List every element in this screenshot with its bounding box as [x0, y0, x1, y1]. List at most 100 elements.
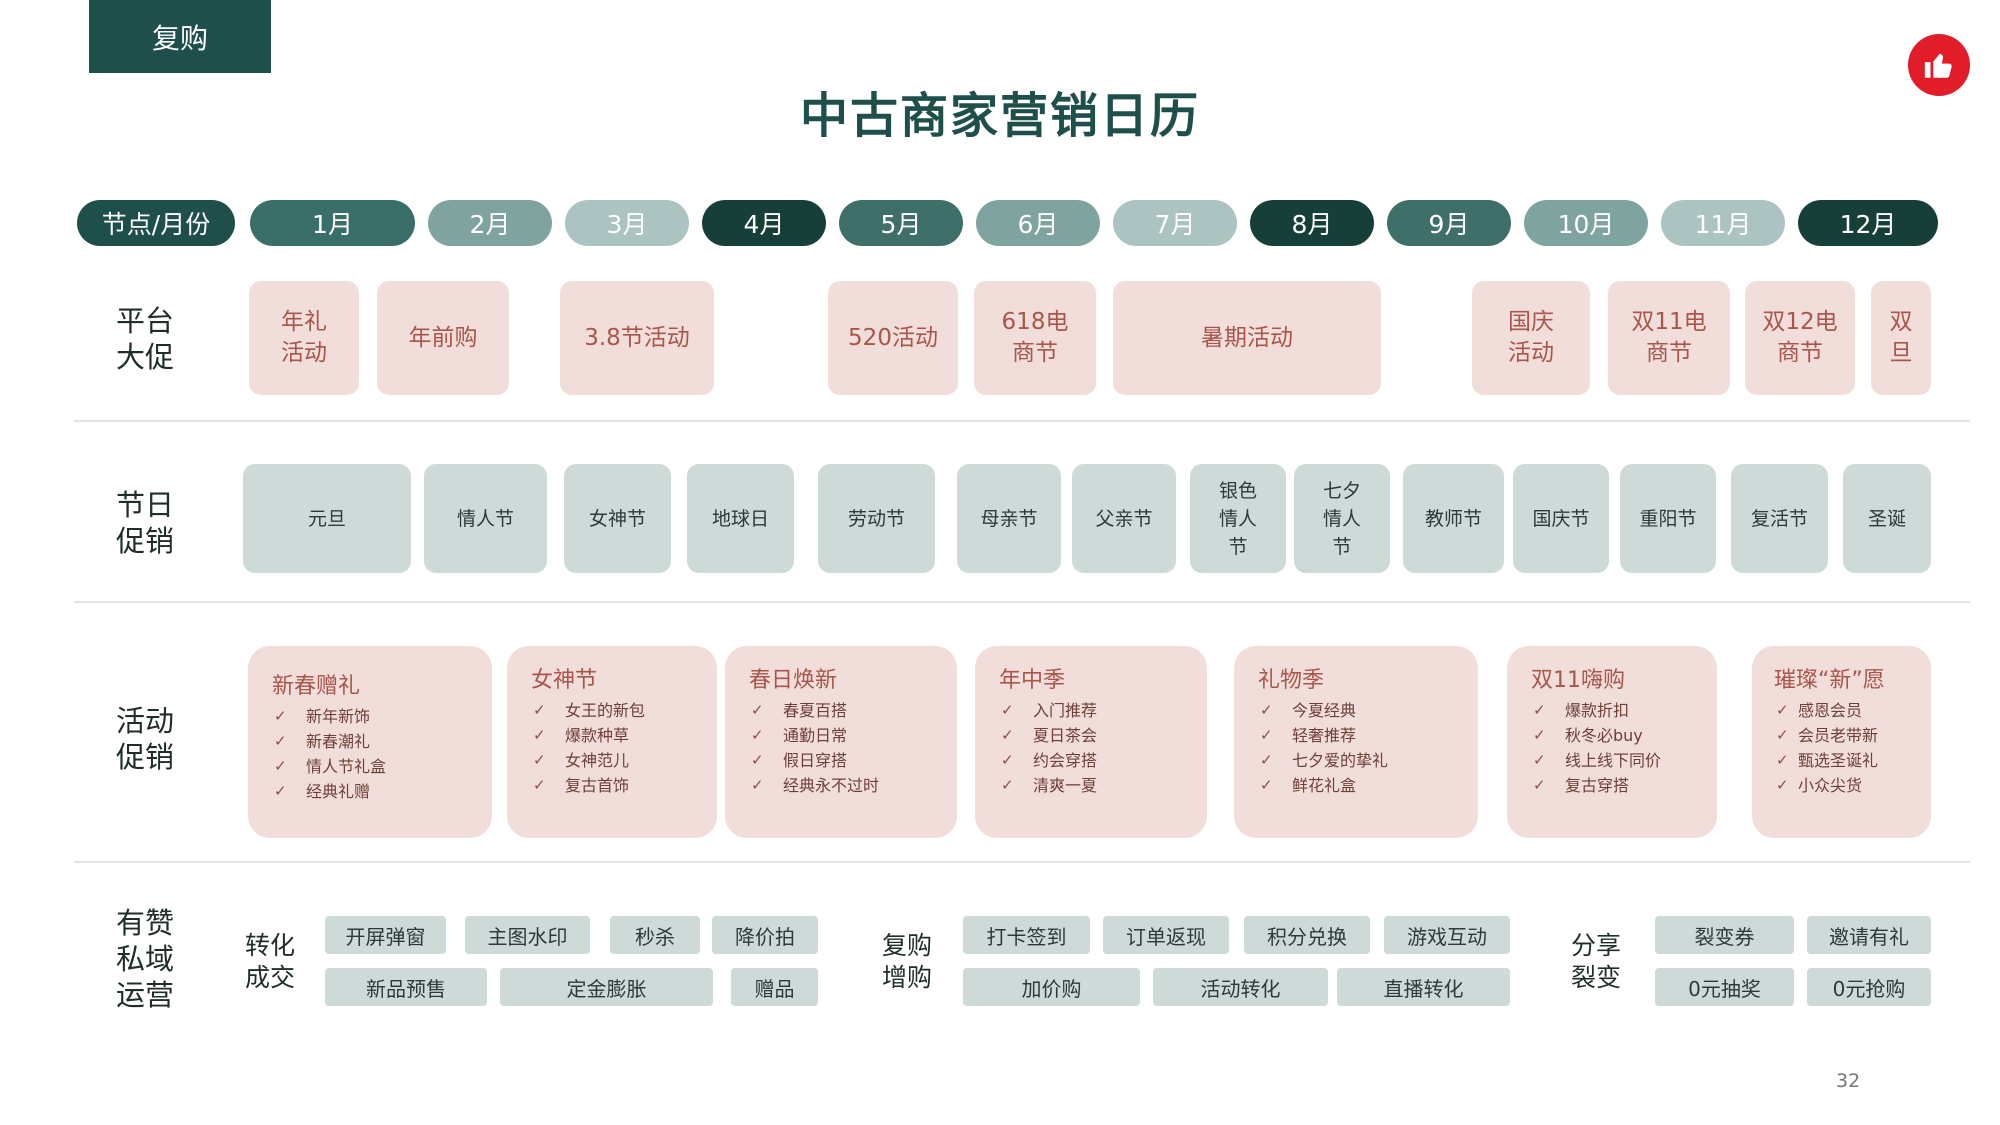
- activity-item: 新年新饰: [272, 704, 468, 729]
- month-header-label: 节点/月份: [77, 200, 235, 246]
- platform-promo: 618电商节: [974, 281, 1096, 395]
- tactic-chip: 开屏弹窗: [325, 916, 446, 954]
- activity-item: 新春潮礼: [272, 729, 468, 754]
- tactic-chip: 0元抽奖: [1655, 968, 1794, 1006]
- activity-item: 夏日茶会: [999, 723, 1183, 748]
- tactic-chip: 赠品: [731, 968, 818, 1006]
- page-title: 中古商家营销日历: [799, 88, 1200, 144]
- holiday-item: 劳动节: [818, 464, 935, 573]
- tactic-chip: 新品预售: [325, 968, 487, 1006]
- group-label-share: 分享裂变: [1570, 931, 1621, 992]
- month-pill-4: 4月: [702, 200, 826, 246]
- activity-item: 经典礼赠: [272, 779, 468, 804]
- holiday-item: 银色情人节: [1190, 464, 1286, 573]
- activity-card: 璀璨“新”愿 感恩会员 会员老带新 甄选圣诞礼 小众尖货: [1752, 646, 1931, 838]
- thumbs-up-icon: [1908, 34, 1970, 96]
- holiday-item: 父亲节: [1072, 464, 1176, 573]
- tactic-chip: 秒杀: [610, 916, 700, 954]
- tactic-chip: 活动转化: [1153, 968, 1328, 1006]
- tactic-chip: 游戏互动: [1384, 916, 1510, 954]
- activity-item: 复古首饰: [531, 773, 693, 798]
- activity-item: 七夕爱的挚礼: [1258, 748, 1454, 773]
- activity-item: 爆款折扣: [1531, 698, 1693, 723]
- tactic-chip: 订单返现: [1103, 916, 1229, 954]
- month-pill-8: 8月: [1250, 200, 1374, 246]
- activity-item: 女神范儿: [531, 748, 693, 773]
- row-label-activity: 活动促销: [115, 704, 174, 774]
- tactic-chip: 主图水印: [465, 916, 590, 954]
- row-divider: [74, 601, 1970, 603]
- activity-item: 爆款种草: [531, 723, 693, 748]
- activity-item: 通勤日常: [749, 723, 933, 748]
- month-pill-7: 7月: [1113, 200, 1237, 246]
- activity-item: 情人节礼盒: [272, 754, 468, 779]
- holiday-item: 重阳节: [1620, 464, 1716, 573]
- tactic-chip: 降价拍: [712, 916, 818, 954]
- holiday-item: 圣诞: [1843, 464, 1931, 573]
- holiday-item: 复活节: [1731, 464, 1828, 573]
- activity-item: 春夏百搭: [749, 698, 933, 723]
- activity-item: 入门推荐: [999, 698, 1183, 723]
- month-pill-5: 5月: [839, 200, 963, 246]
- activity-item: 小众尖货: [1774, 773, 1921, 798]
- activity-card-title: 女神节: [531, 668, 598, 693]
- tactic-chip: 0元抢购: [1807, 968, 1931, 1006]
- activity-item: 轻奢推荐: [1258, 723, 1454, 748]
- row-divider: [74, 861, 1970, 863]
- activity-card: 春日焕新 春夏百搭 通勤日常 假日穿搭 经典永不过时: [725, 646, 957, 838]
- row-label-holiday: 节日促销: [115, 488, 174, 558]
- platform-promo: 暑期活动: [1113, 281, 1381, 395]
- platform-promo: 双12电商节: [1745, 281, 1855, 395]
- group-label-repurchase: 复购增购: [881, 931, 932, 992]
- platform-promo: 年前购: [377, 281, 509, 395]
- tactic-chip: 积分兑换: [1244, 916, 1370, 954]
- page-number: 32: [1836, 1070, 1861, 1092]
- activity-card: 女神节 女王的新包 爆款种草 女神范儿 复古首饰: [507, 646, 717, 838]
- month-pill-2: 2月: [428, 200, 552, 246]
- row-label-platform: 平台大促: [115, 304, 174, 374]
- activity-item: 约会穿搭: [999, 748, 1183, 773]
- tactic-chip: 打卡签到: [963, 916, 1090, 954]
- activity-card-title: 春日焕新: [749, 668, 838, 693]
- holiday-item: 教师节: [1403, 464, 1504, 573]
- tactic-chip: 定金膨胀: [500, 968, 713, 1006]
- holiday-item: 元旦: [243, 464, 411, 573]
- activity-item: 假日穿搭: [749, 748, 933, 773]
- activity-card-title: 礼物季: [1258, 668, 1325, 693]
- tactic-chip: 加价购: [963, 968, 1140, 1006]
- activity-card: 双11嗨购 爆款折扣 秋冬必buy 线上线下同价 复古穿搭: [1507, 646, 1717, 838]
- activity-item: 感恩会员: [1774, 698, 1921, 723]
- activity-item: 会员老带新: [1774, 723, 1921, 748]
- month-pill-1: 1月: [250, 200, 415, 246]
- platform-promo: 年礼活动: [249, 281, 359, 395]
- activity-card-title: 新春赠礼: [272, 674, 361, 699]
- platform-promo: 520活动: [828, 281, 958, 395]
- platform-promo: 双旦: [1871, 281, 1931, 395]
- activity-card: 礼物季 今夏经典 轻奢推荐 七夕爱的挚礼 鲜花礼盒: [1234, 646, 1478, 838]
- month-pill-3: 3月: [565, 200, 689, 246]
- holiday-item: 情人节: [424, 464, 547, 573]
- month-pill-11: 11月: [1661, 200, 1785, 246]
- holiday-item: 地球日: [687, 464, 794, 573]
- platform-promo: 双11电商节: [1608, 281, 1730, 395]
- activity-card: 年中季 入门推荐 夏日茶会 约会穿搭 清爽一夏: [975, 646, 1207, 838]
- tactic-chip: 直播转化: [1337, 968, 1510, 1006]
- holiday-item: 七夕情人节: [1294, 464, 1390, 573]
- row-divider: [74, 420, 1970, 422]
- platform-promo: 3.8节活动: [560, 281, 714, 395]
- tactic-chip: 邀请有礼: [1807, 916, 1931, 954]
- month-pill-12: 12月: [1798, 200, 1938, 246]
- activity-item: 鲜花礼盒: [1258, 773, 1454, 798]
- group-label-conversion: 转化成交: [244, 931, 295, 992]
- activity-item: 甄选圣诞礼: [1774, 748, 1921, 773]
- section-tag: 复购: [89, 0, 271, 73]
- activity-item: 线上线下同价: [1531, 748, 1693, 773]
- activity-item: 复古穿搭: [1531, 773, 1693, 798]
- holiday-item: 国庆节: [1513, 464, 1609, 573]
- activity-item: 清爽一夏: [999, 773, 1183, 798]
- holiday-item: 女神节: [564, 464, 671, 573]
- month-pill-9: 9月: [1387, 200, 1511, 246]
- activity-item: 女王的新包: [531, 698, 693, 723]
- activity-item: 秋冬必buy: [1531, 723, 1693, 748]
- row-label-private: 有赞私域运营: [115, 906, 174, 1012]
